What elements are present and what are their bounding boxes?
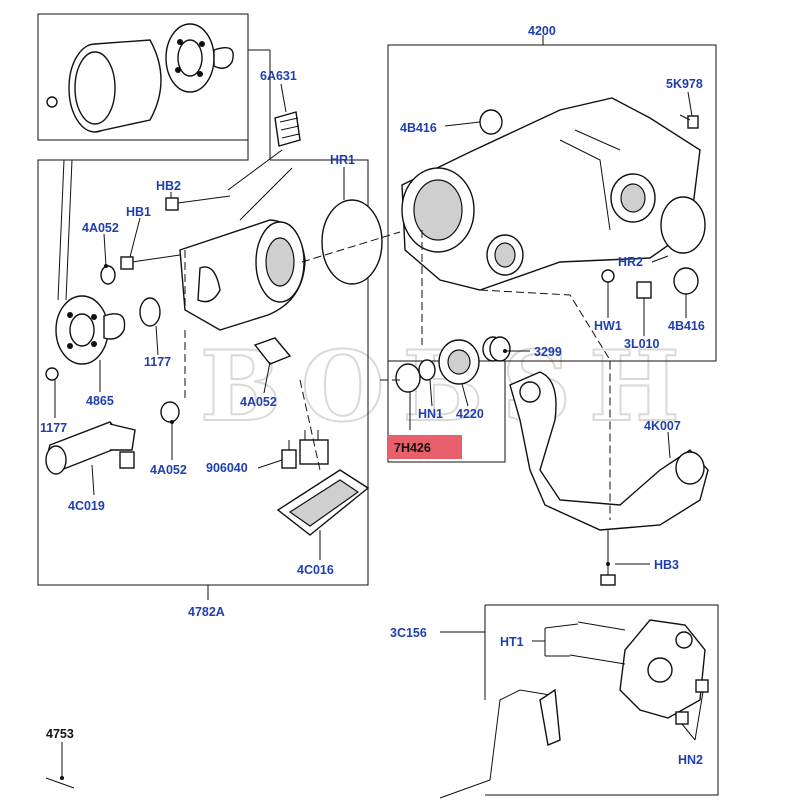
label-hr1: HR1 (330, 153, 355, 167)
bearing-3299-part (482, 336, 511, 362)
gasket-4a052-c-part (253, 337, 292, 365)
label-3l010: 3L010 (624, 337, 659, 351)
coupling-flange-part (165, 23, 234, 93)
label-4782a: 4782A (188, 605, 225, 619)
label-hw1: HW1 (594, 319, 622, 333)
label-6a631: 6A631 (260, 69, 297, 83)
o-ring-4a052-a-part (100, 265, 116, 285)
label-hb1: HB1 (126, 205, 151, 219)
label-4220: 4220 (456, 407, 484, 421)
label-hn1: HN1 (418, 407, 443, 421)
flange-4865-part (55, 295, 126, 365)
bracket-4k007-part (509, 371, 709, 531)
filter-6a631-part (274, 111, 301, 147)
bolt-hb1-part (120, 254, 181, 270)
plug-3l010-part (636, 281, 652, 299)
label-906040: 906040 (206, 461, 248, 475)
bolt-hb2-part (165, 195, 231, 211)
module-4c016-part (276, 430, 370, 536)
label-4c019: 4C019 (68, 499, 105, 513)
label-4c016: 4C016 (297, 563, 334, 577)
label-7h426: 7H426 (394, 441, 431, 455)
label-5k978: 5K978 (666, 77, 703, 91)
label-4k007: 4K007 (644, 419, 681, 433)
vent-clip-part (539, 688, 561, 746)
label-4200: 4200 (528, 24, 556, 38)
coupling-nut-part (46, 96, 58, 108)
bolt-hb3-part (600, 530, 616, 586)
label-4a052-b: 4A052 (150, 463, 187, 477)
o-ring-hr1-part (321, 199, 383, 285)
seal-1177-a-part (139, 297, 161, 327)
vent-pipe-part (439, 689, 551, 799)
bracket-3c156-part (619, 619, 706, 719)
box-right-edge (270, 159, 369, 425)
seal-4b416-a-part (479, 109, 503, 135)
coupling-unit-part (179, 219, 306, 331)
housing-box (387, 44, 717, 362)
label-1177-a: 1177 (144, 355, 171, 369)
label-hn2: HN2 (678, 753, 703, 767)
label-hr2: HR2 (618, 255, 643, 269)
stud-ht1-part (569, 621, 626, 665)
label-hb2: HB2 (156, 179, 181, 193)
label-hb3: HB3 (654, 558, 679, 572)
label-4a052-a: 4A052 (82, 221, 119, 235)
seal-box (387, 361, 506, 463)
pin-4753-part (45, 777, 75, 789)
leader-lines (54, 35, 704, 778)
seal-7h426-part (395, 363, 421, 393)
highlight-box (388, 435, 462, 459)
pump-4c019-part (45, 421, 136, 475)
nut-hn1-part (418, 359, 436, 381)
leader-dots (60, 264, 610, 780)
label-ht1: HT1 (500, 635, 524, 649)
bearing-4220-part (438, 339, 480, 385)
label-4b416-b: 4B416 (668, 319, 705, 333)
label-4a052-c: 4A052 (240, 395, 277, 409)
label-4b416-a: 4B416 (400, 121, 437, 135)
sensor-906040-part (281, 440, 297, 469)
seal-1177-b-part (45, 367, 59, 381)
nut-hn2-part (675, 679, 709, 725)
seal-4b416-b-part (673, 267, 699, 295)
coupling-sleeve-part (68, 39, 162, 133)
label-4865: 4865 (86, 394, 114, 408)
label-3c156: 3C156 (390, 626, 427, 640)
washer-hw1-part (601, 269, 615, 283)
bracket-box (485, 604, 719, 796)
assembly-4782a-box (37, 50, 369, 586)
bolt-5k978-part (679, 114, 699, 129)
o-ring-4a052-b-part (160, 401, 180, 423)
o-ring-hr2-part (660, 196, 706, 254)
label-3299: 3299 (534, 345, 562, 359)
label-4753: 4753 (46, 727, 74, 741)
housing-4200-part (401, 97, 701, 291)
label-1177-b: 1177 (40, 421, 67, 435)
